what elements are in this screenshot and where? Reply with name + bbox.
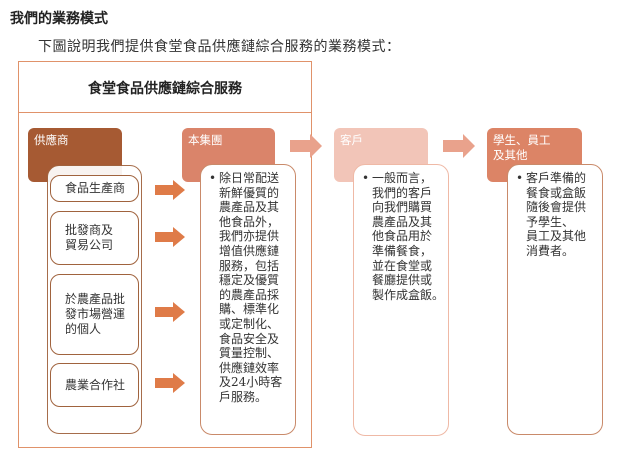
supplier-item-wholesalers: 批發商及 貿易公司 [50,211,139,265]
customers-description: 一般而言， 我們的客戶 向我們購買 農產品及其 他食品用於 準備餐食， 並在食堂… [372,171,445,302]
supplier-item-market-individuals: 於農產品批 發市場營運 的個人 [50,274,139,355]
bullet-icon: • [209,171,217,185]
group-description: 除日常配送 新鮮優質的 農產品及其 他食品外， 我們亦提供 增值供應鏈 服務，包… [219,171,283,404]
frame-title: 食堂食品供應鏈綜合服務 [88,81,242,97]
section-heading: 我們的業務模式 [10,11,108,27]
arrow-right-icon [443,134,475,158]
arrow-right-icon [155,180,185,200]
arrow-right-icon [155,373,185,393]
end-users-description: 客戶準備的 餐食或盒飯 隨後會提供 予學生、 員工及其他 消費者。 [526,171,587,258]
customers-description-box: •一般而言， 我們的客戶 向我們購買 農產品及其 他食品用於 準備餐食， 並在食… [353,164,449,436]
frame-divider [18,112,312,113]
supplier-item-cooperatives: 農業合作社 [50,363,139,407]
end-users-description-box: •客戶準備的 餐食或盒飯 隨後會提供 予學生、 員工及其他 消費者。 [507,164,603,435]
arrow-right-icon [155,302,185,322]
supplier-item-food-producers: 食品生產商 [50,175,139,202]
group-description-box: •除日常配送 新鮮優質的 農產品及其 他食品外， 我們亦提供 增值供應鏈 服務，… [200,164,296,435]
integrated-service-frame [18,61,312,448]
bullet-icon: • [516,171,524,185]
arrow-right-icon [290,134,322,158]
bullet-icon: • [362,171,370,185]
arrow-right-icon [155,227,185,247]
intro-text: 下圖說明我們提供食堂食品供應鏈綜合服務的業務模式： [38,39,401,55]
